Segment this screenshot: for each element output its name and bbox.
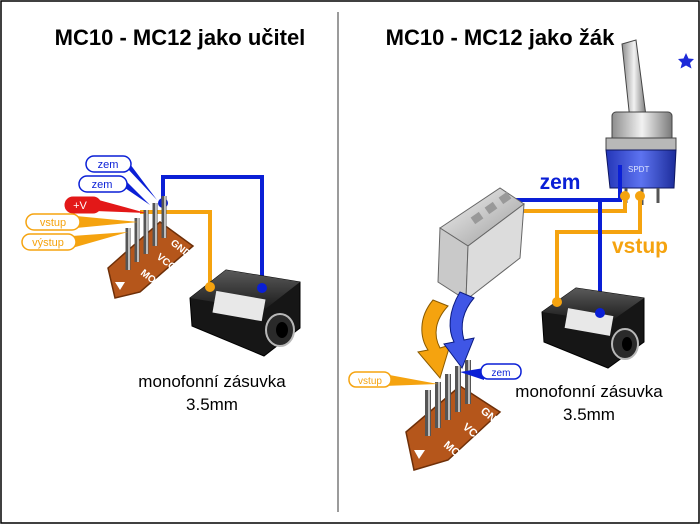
left-socket-contact [212, 290, 266, 322]
flag-zem2-wedge [125, 180, 150, 205]
left-socket-hole-inner [276, 322, 288, 338]
right-panel: MC10 - MC12 jako žák SPDT zem vstup [348, 25, 694, 471]
left-socket-orange-pin [205, 282, 215, 292]
left-pins [125, 196, 167, 270]
right-socket-label-2: 3.5mm [563, 405, 615, 424]
flag-plus-wedge [95, 199, 146, 213]
right-socket-orange-pin [552, 297, 562, 307]
tag-vstup-label: vstup [40, 217, 66, 229]
tag-right-zem-label: zem [492, 368, 511, 379]
tag-plus [64, 196, 102, 214]
flag-right-vstup-wedge [384, 374, 438, 386]
right-connector: GND VCC MOD [405, 360, 505, 471]
toggle-switch: SPDT [605, 39, 677, 205]
tag-zem2 [78, 175, 128, 193]
left-connector: GND VCC MOD [107, 196, 195, 299]
right-switch-pin-b [635, 191, 645, 201]
tag-plus-label: +V [73, 200, 87, 212]
switch-body [605, 149, 677, 189]
right-socket-label-1: monofonní zásuvka [515, 382, 663, 401]
left-audio-socket [189, 269, 301, 357]
flag-vystup-wedge [72, 232, 128, 248]
tag-vystup [21, 233, 77, 251]
left-pcb [107, 221, 195, 299]
tag-vstup [25, 213, 81, 231]
left-socket-label-2: 3.5mm [186, 395, 238, 414]
tag-zem1-label: zem [98, 159, 119, 171]
left-flags: zem zem +V vstup výstup [21, 155, 157, 251]
left-ground-wire [161, 175, 264, 287]
tag-right-vstup-label: vstup [358, 376, 382, 387]
plug-housing [437, 187, 525, 302]
right-socket-hole-inner [622, 337, 632, 351]
right-pins [425, 360, 471, 436]
arrow-blue-icon [443, 291, 475, 370]
switch-text: SPDT [628, 165, 649, 174]
switch-nut [605, 137, 677, 151]
right-vstup-wire-top [555, 198, 627, 213]
insert-arrows [417, 291, 475, 380]
right-socket-blue-pin [595, 308, 605, 318]
left-socket-label-1: monofonní zásuvka [138, 372, 286, 391]
right-switch-pin-a [620, 191, 630, 201]
tag-right-zem [480, 363, 522, 380]
arrow-orange-icon [417, 299, 451, 380]
plug-front [465, 202, 525, 302]
right-vstup-label: vstup [612, 235, 668, 258]
right-title: MC10 - MC12 jako žák [386, 25, 615, 50]
left-panel: MC10 - MC12 jako učitel GND VCC MOD [21, 25, 306, 414]
right-zem-label: zem [540, 171, 581, 194]
left-socket-blue-pin [257, 283, 267, 293]
flag-zem1-wedge [127, 160, 157, 200]
right-audio-socket [541, 287, 645, 369]
flag-vstup-wedge [76, 216, 138, 228]
tag-vystup-label: výstup [32, 237, 64, 249]
tag-zem2-label: zem [92, 179, 113, 191]
tag-zem1 [85, 155, 132, 173]
left-pcb-arrow [115, 282, 125, 290]
right-ground-wire-top [512, 165, 622, 202]
star-icon [678, 53, 694, 69]
right-flags: vstup zem [348, 363, 522, 388]
tag-right-vstup [348, 371, 392, 388]
flag-right-zem-wedge [460, 368, 484, 380]
right-pcb-arrow [414, 450, 425, 459]
left-title: MC10 - MC12 jako učitel [55, 25, 306, 50]
